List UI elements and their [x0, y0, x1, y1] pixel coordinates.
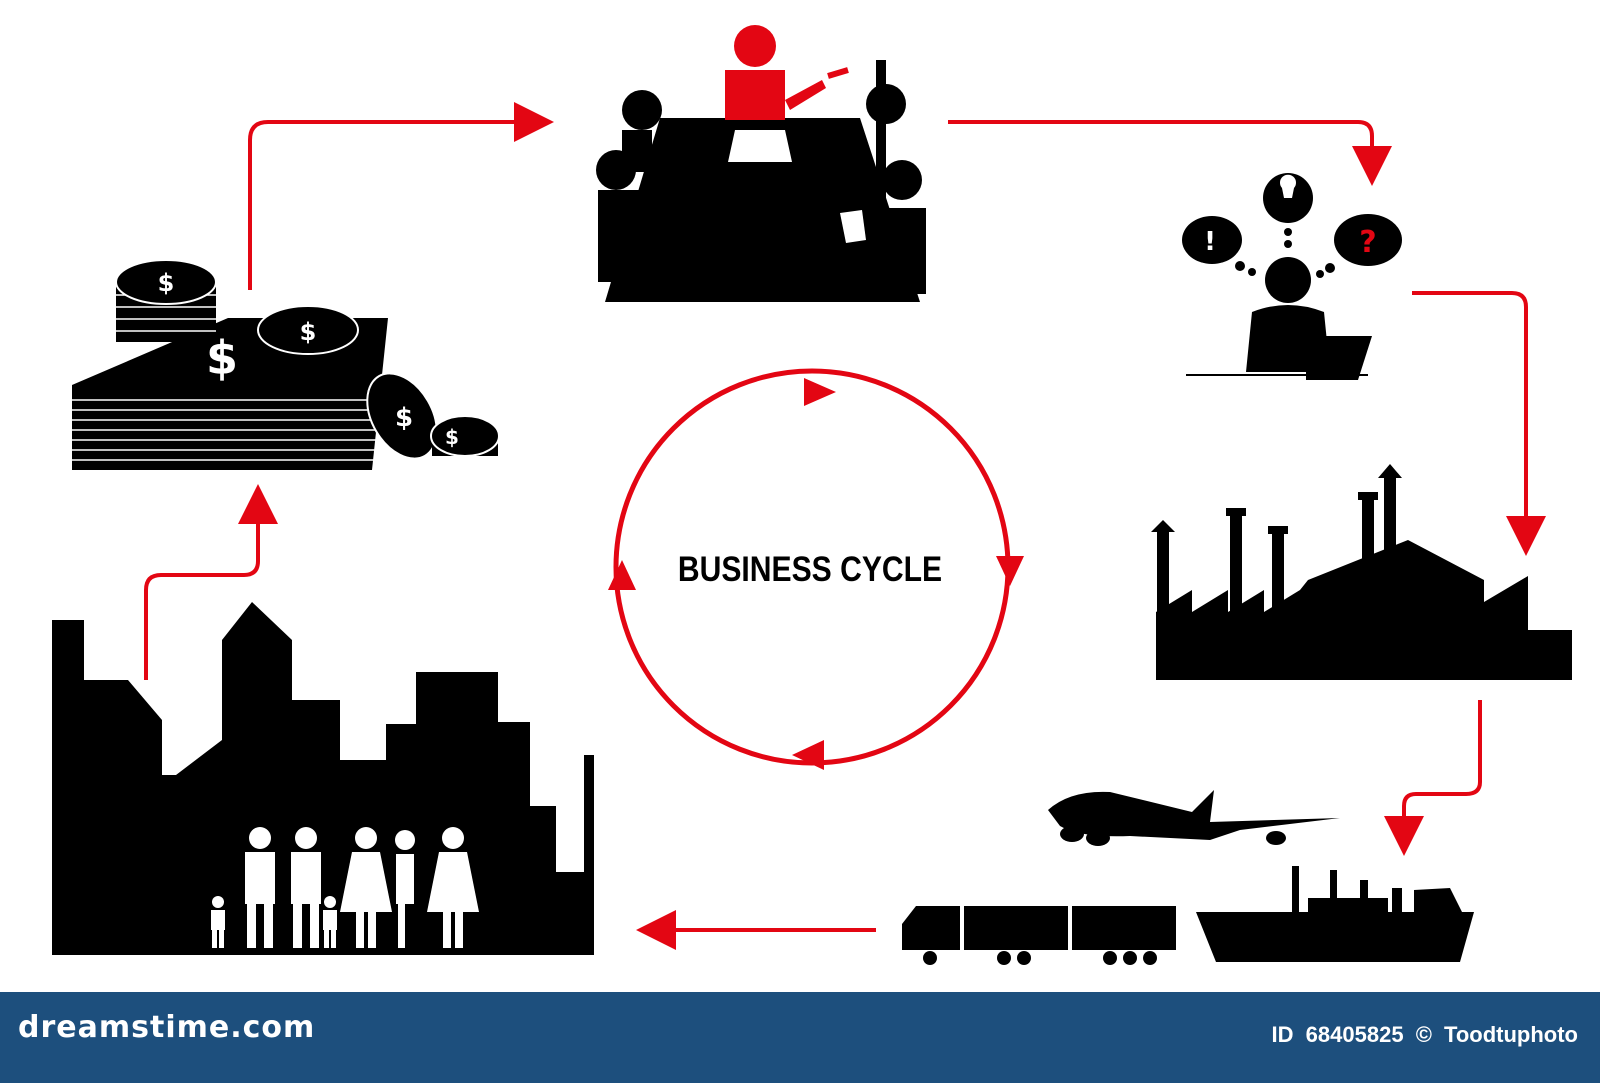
exclamation-icon: ! — [1204, 227, 1216, 257]
arrow-city-to-money — [144, 484, 278, 680]
arrow-factory-to-transport — [1384, 700, 1482, 856]
dollar-icon: $ — [158, 269, 175, 297]
money-icon: $ $ $ $ $ — [72, 259, 500, 470]
ring-arrow-right — [996, 556, 1024, 586]
idea-icon: ! ? — [1182, 173, 1402, 380]
flow-arrows — [144, 102, 1546, 950]
footer-author[interactable]: Toodtuphoto — [1444, 1022, 1578, 1047]
dollar-icon: $ — [300, 318, 317, 346]
presenter-person — [725, 25, 849, 120]
ring-arrow-bottom — [792, 740, 824, 770]
ship-icon — [1196, 866, 1474, 962]
ring-arrow-top — [804, 378, 836, 406]
cycle-ring — [608, 368, 1024, 770]
dollar-icon: $ — [445, 425, 459, 449]
footer-id-value: 68405825 — [1305, 1022, 1404, 1047]
transport-icon — [902, 790, 1474, 965]
arrow-meeting-to-idea — [948, 120, 1392, 186]
footer-logo[interactable]: dreamstime.com — [18, 1010, 316, 1045]
city-people-icon — [52, 602, 594, 955]
airplane-icon — [1048, 790, 1340, 846]
footer-bar: dreamstime.com ID 68405825 © Toodtuphoto — [0, 992, 1600, 1083]
factory-icon — [1151, 464, 1572, 680]
truck-icon — [902, 906, 1176, 965]
diagram-canvas: $ $ $ $ $ — [52, 25, 1572, 965]
arrow-idea-to-factory — [1412, 291, 1546, 556]
lightbulb-icon — [1279, 174, 1296, 198]
people-group-icon — [211, 827, 479, 948]
ring-arrow-left — [608, 560, 636, 590]
footer-credit: ID 68405825 © Toodtuphoto — [1266, 1022, 1578, 1048]
copyright-icon: © — [1415, 1022, 1432, 1047]
meeting-icon — [596, 25, 926, 302]
footer-id-label: ID — [1271, 1022, 1294, 1047]
cycle-title: BUSINESS CYCLE — [677, 550, 943, 589]
question-icon: ? — [1359, 225, 1376, 260]
arrow-money-to-meeting — [248, 102, 554, 290]
dollar-icon: $ — [395, 403, 413, 433]
